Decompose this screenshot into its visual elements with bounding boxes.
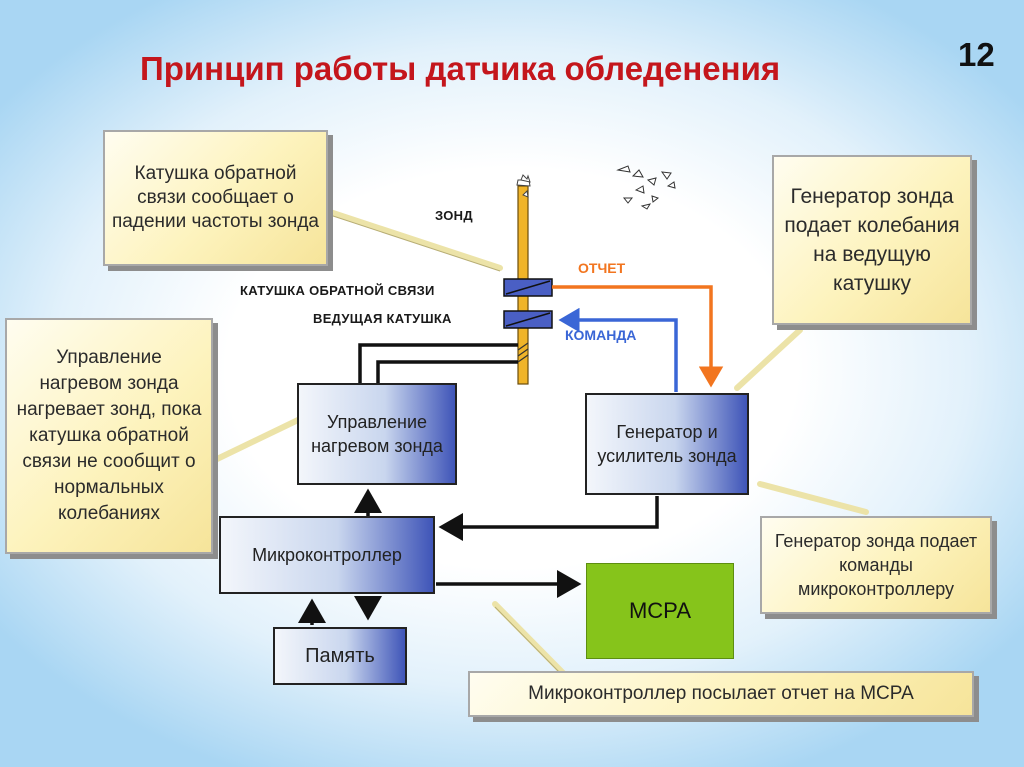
feedback-coil-icon [503,278,553,297]
drive-coil-icon [503,310,553,329]
probe-label: ЗОНД [435,208,473,223]
heater-control-label: Управление нагревом зонда [311,412,443,456]
generator-block: Генератор и усилитель зонда [585,393,749,495]
slide-title: Принцип работы датчика обледенения [140,50,781,87]
memory-label: Память [305,645,375,667]
generator-label: Генератор и усилитель зонда [597,422,737,466]
note-report: Микроконтроллер посылает отчет на МСРА [468,671,974,717]
pointer-generator-commands [757,481,869,515]
note-generator-drive: Генератор зонда подает колебания на веду… [772,155,972,325]
pointer-heater [212,417,301,463]
slide-number: 12 [958,36,995,73]
drive-coil-label: ВЕДУЩАЯ КАТУШКА [313,311,452,326]
ice-particles-icon [616,165,676,210]
note-generator-commands: Генератор зонда подает команды микроконт… [760,516,992,614]
note-generator-commands-text: Генератор зонда подает команды микроконт… [774,531,978,599]
command-label: КОМАНДА [565,327,637,343]
note-report-text: Микроконтроллер посылает отчет на МСРА [528,683,914,704]
mcpa-block: МСРА [586,563,734,659]
memory-block: Память [273,627,407,685]
command-line [558,307,678,392]
report-label: ОТЧЕТ [578,260,626,276]
mcpa-label: МСРА [628,598,692,623]
pointer-report [492,601,569,679]
feedback-coil-label: КАТУШКА ОБРАТНОЙ СВЯЗИ [240,283,435,298]
note-feedback: Катушка обратной связи сообщает о падени… [103,130,328,266]
pointer-feedback [327,209,503,271]
callout-pointers [212,209,869,679]
heater-control-block: Управление нагревом зонда [297,383,457,485]
microcontroller-label: Микроконтроллер [252,545,402,565]
report-line [552,285,724,388]
note-feedback-text: Катушка обратной связи сообщает о падени… [112,163,319,232]
generator-to-mcu-line [438,496,659,541]
microcontroller-block: Микроконтроллер [219,516,435,594]
note-heater-text: Управление нагревом зонда нагревает зонд… [16,347,202,524]
pointer-generator-drive [734,327,803,391]
heater-wires [358,343,518,384]
note-heater: Управление нагревом зонда нагревает зонд… [5,318,213,554]
note-generator-drive-text: Генератор зонда подает колебания на веду… [784,185,960,295]
